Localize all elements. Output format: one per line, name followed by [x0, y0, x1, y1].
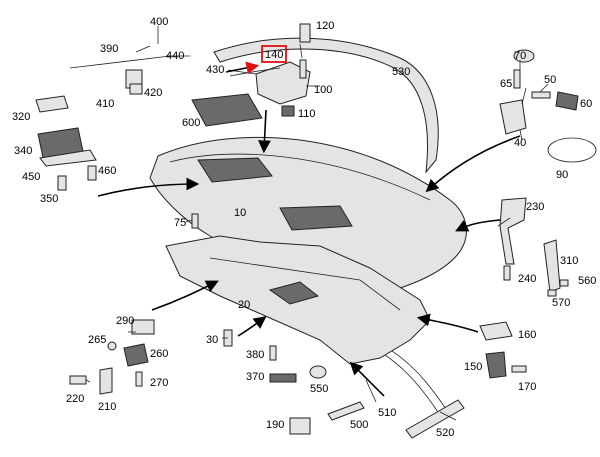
- clip-210: [99, 367, 113, 395]
- label-20: 20: [238, 299, 250, 311]
- holder-190: [289, 417, 311, 435]
- bolt-50: [531, 91, 551, 99]
- label-30: 30: [206, 334, 218, 346]
- part-370: [269, 373, 297, 383]
- trunk-lid-10: [149, 136, 467, 297]
- label-265: 265: [88, 334, 106, 346]
- label-440: 440: [166, 50, 184, 62]
- cover-600: [191, 93, 263, 127]
- label-230: 230: [526, 201, 544, 213]
- part-number-labels: 400 390 440 410 420 430 140 120 530 100 …: [12, 16, 596, 439]
- part-260: [123, 343, 149, 367]
- label-350: 350: [40, 193, 58, 205]
- label-410: 410: [96, 98, 114, 110]
- label-320: 320: [12, 111, 30, 123]
- label-210: 210: [98, 401, 116, 413]
- label-370: 370: [246, 371, 264, 383]
- trim-strip-530: [213, 37, 439, 174]
- label-240: 240: [518, 273, 536, 285]
- bracket-230: [499, 197, 527, 265]
- bolt-170: [511, 365, 527, 373]
- label-570: 570: [552, 297, 570, 309]
- screw-65: [513, 69, 521, 89]
- part-450: [39, 149, 97, 167]
- label-420: 420: [144, 87, 162, 99]
- label-220: 220: [66, 393, 84, 405]
- label-160: 160: [518, 329, 536, 341]
- pin-265: [107, 341, 117, 351]
- label-450: 450: [22, 171, 40, 183]
- label-270: 270: [150, 377, 168, 389]
- label-380: 380: [246, 349, 264, 361]
- seal-ring-90: [547, 137, 597, 163]
- label-190: 190: [266, 419, 284, 431]
- label-40: 40: [514, 137, 526, 149]
- bracket-60: [555, 91, 579, 111]
- bolt-120: [299, 23, 311, 43]
- label-510: 510: [378, 407, 396, 419]
- clip-420: [129, 83, 143, 95]
- label-100: 100: [314, 84, 332, 96]
- label-500: 500: [350, 419, 368, 431]
- label-90: 90: [556, 169, 568, 181]
- cap-70: [513, 49, 535, 63]
- label-310: 310: [560, 255, 578, 267]
- label-400: 400: [150, 16, 168, 28]
- bolt-350: [57, 175, 67, 191]
- latch-150: [485, 351, 507, 379]
- label-520: 520: [436, 427, 454, 439]
- bracket-160: [479, 321, 513, 341]
- bolt-460: [87, 165, 97, 181]
- label-60: 60: [580, 98, 592, 110]
- rod-390: [69, 55, 171, 69]
- label-65: 65: [500, 78, 512, 90]
- label-150: 150: [464, 361, 482, 373]
- clip-570: [547, 289, 557, 297]
- bolt-380: [269, 345, 277, 361]
- inner-panel-20: [165, 235, 431, 365]
- pad-320: [35, 95, 69, 113]
- label-120: 120: [316, 20, 334, 32]
- label-75: 75: [174, 217, 186, 229]
- strip-520: [405, 399, 465, 439]
- cap-550: [309, 365, 327, 379]
- bolt-75: [191, 213, 199, 229]
- bolt-240: [503, 265, 511, 281]
- label-550: 550: [310, 383, 328, 395]
- part-290: [131, 319, 155, 335]
- label-170: 170: [518, 381, 536, 393]
- bolt-220: [69, 375, 87, 385]
- bolt-270: [135, 371, 143, 387]
- label-50: 50: [544, 74, 556, 86]
- label-560: 560: [578, 275, 596, 287]
- label-70: 70: [514, 50, 526, 62]
- label-460: 460: [98, 165, 116, 177]
- lock-140: [229, 45, 311, 105]
- label-140: 140: [265, 49, 283, 61]
- clip-110: [281, 105, 295, 117]
- part-100: [299, 59, 307, 79]
- label-600: 600: [182, 117, 200, 129]
- callout-arrows: [97, 61, 521, 397]
- label-430: 430: [206, 64, 224, 76]
- label-10: 10: [234, 207, 246, 219]
- label-530: 530: [392, 66, 410, 78]
- bracket-310: [543, 239, 561, 293]
- label-260: 260: [150, 348, 168, 360]
- label-390: 390: [100, 43, 118, 55]
- strip-500: [327, 401, 365, 421]
- label-110: 110: [298, 108, 316, 120]
- hinge-40: [499, 99, 527, 135]
- label-290: 290: [116, 315, 134, 327]
- clip-560: [559, 279, 569, 287]
- label-340: 340: [14, 145, 32, 157]
